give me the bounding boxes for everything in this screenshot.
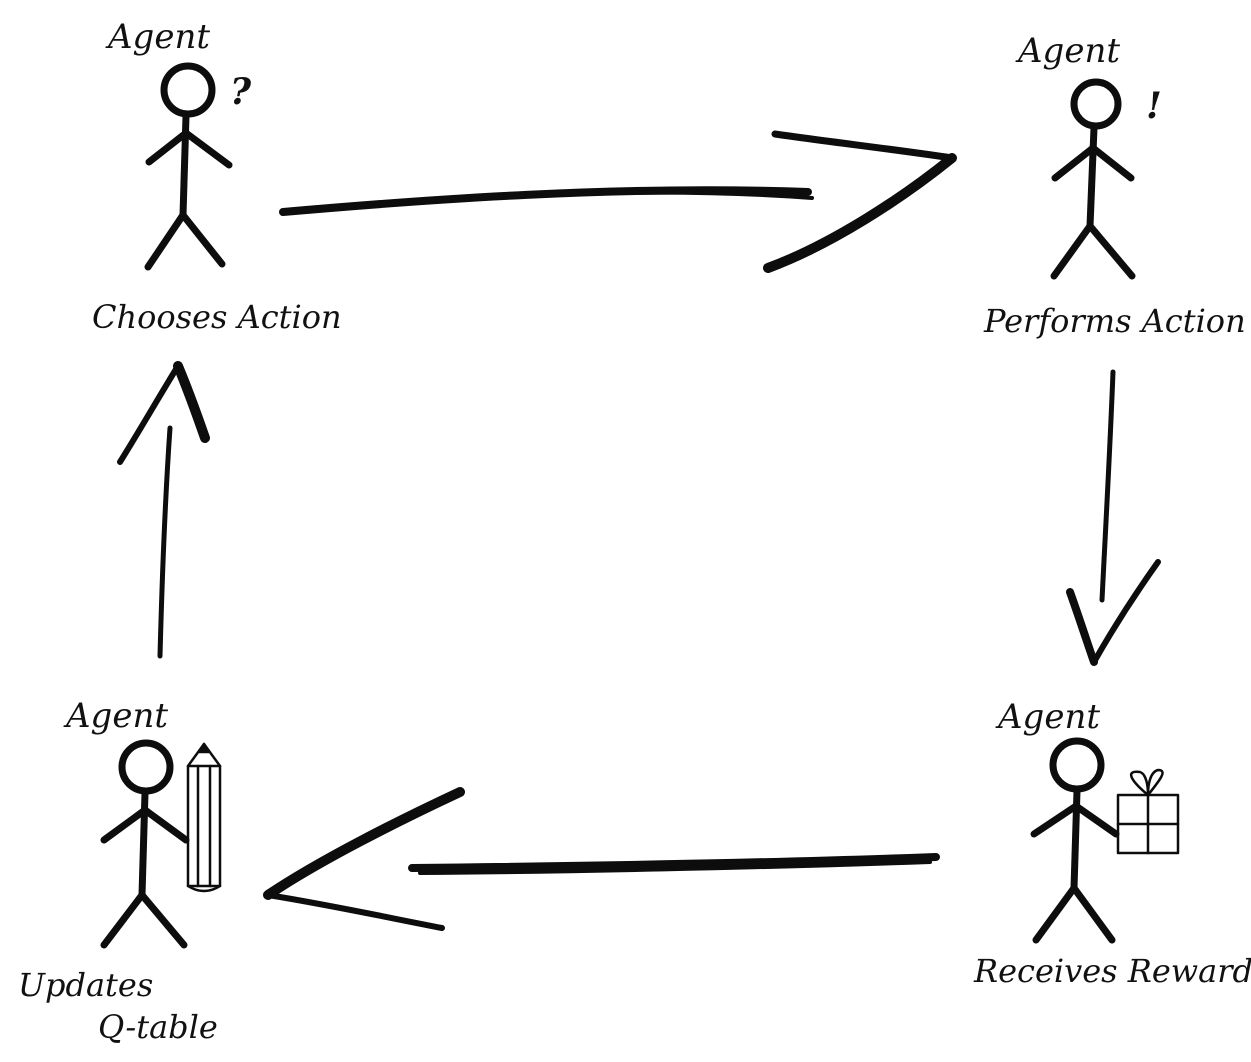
agent-label: Agent bbox=[1015, 31, 1120, 71]
pencil-icon bbox=[186, 742, 222, 893]
node-performs-action: Agent ! Performs Action bbox=[983, 31, 1246, 340]
node-label-line-1: Updates bbox=[18, 966, 153, 1004]
arrow-choose-to-perform bbox=[279, 130, 957, 273]
arrow-update-to-choose bbox=[117, 361, 210, 659]
stick-figure-icon bbox=[1050, 78, 1136, 280]
node-label-line-2: Q-table bbox=[98, 1008, 218, 1046]
agent-label: Agent bbox=[63, 696, 168, 736]
stick-figure-icon bbox=[100, 739, 190, 949]
node-label: Chooses Action bbox=[92, 298, 342, 336]
agent-label: Agent bbox=[105, 17, 210, 57]
node-chooses-action: Agent ? Chooses Action bbox=[92, 17, 342, 336]
node-updates-q-table: Agent Updates Q-table bbox=[18, 696, 222, 1046]
node-receives-reward: Agent Receives Reward bbox=[973, 697, 1251, 990]
node-label: Performs Action bbox=[983, 302, 1246, 340]
stick-figure-icon bbox=[1030, 737, 1120, 944]
stick-figure-icon bbox=[144, 62, 233, 271]
agent-label: Agent bbox=[995, 697, 1100, 737]
node-label: Receives Reward bbox=[973, 952, 1251, 990]
gift-box-icon bbox=[1116, 768, 1180, 855]
arrow-receive-to-update bbox=[263, 787, 940, 931]
exclamation-mark-icon: ! bbox=[1146, 85, 1162, 127]
arrow-perform-to-receive bbox=[1066, 369, 1161, 666]
question-mark-icon: ? bbox=[230, 71, 252, 113]
